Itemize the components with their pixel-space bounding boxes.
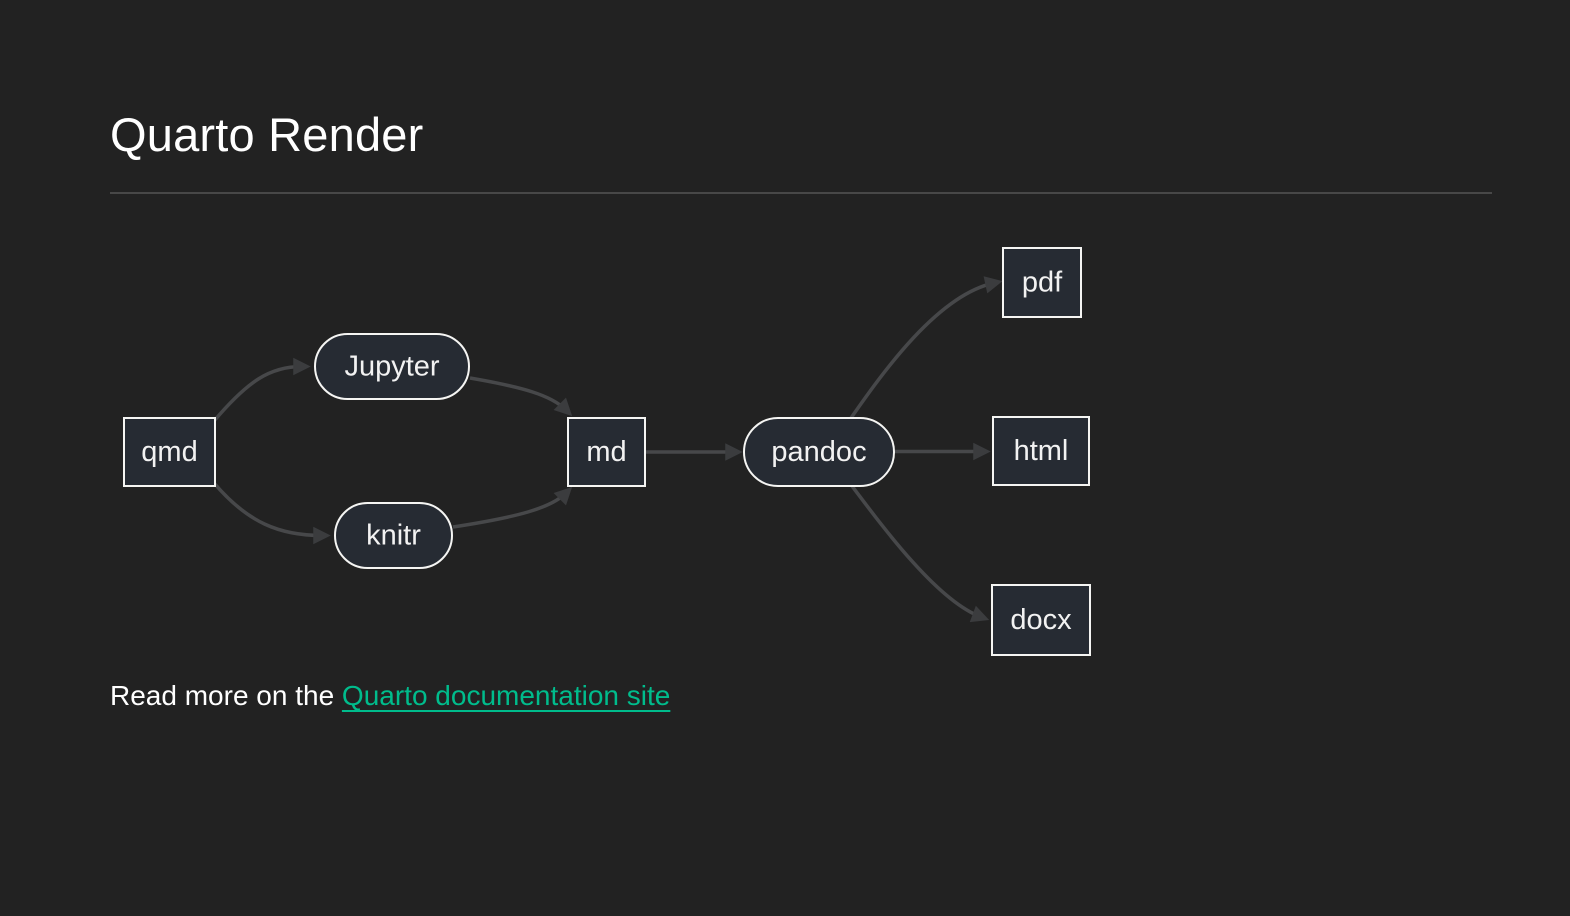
node-pandoc-label: pandoc [771,436,866,468]
title-divider [110,192,1492,194]
node-html-label: html [1014,435,1069,467]
read-more-prefix: Read more on the [110,680,342,711]
edge-jupyter-md [469,376,573,417]
node-pdf: pdf [1002,247,1082,318]
node-knitr: knitr [334,502,453,569]
node-docx: docx [991,584,1091,656]
node-knitr-shape [334,502,453,569]
node-docx-shape [991,584,1091,656]
page-title: Quarto Render [110,108,424,161]
node-jupyter-shape [314,333,470,400]
node-knitr-label: knitr [366,520,421,552]
node-md-shape [567,417,646,487]
read-more-text: Read more on the Quarto documentation si… [110,678,670,714]
edge-pandoc-docx [850,484,990,623]
diagram-edges [212,276,1003,623]
edge-qmd-knitr [212,481,331,545]
node-jupyter-label: Jupyter [344,351,439,383]
node-md-label: md [586,436,626,468]
node-qmd: qmd [123,417,216,487]
node-html: html [992,416,1090,486]
node-pandoc: pandoc [743,417,895,487]
node-html-shape [992,416,1090,486]
node-qmd-label: qmd [141,436,197,468]
edge-knitr-md [452,486,573,529]
node-qmd-shape [123,417,216,487]
quarto-docs-link[interactable]: Quarto documentation site [341,680,671,711]
node-jupyter: Jupyter [314,333,470,400]
edge-qmd-jupyter [212,357,311,423]
node-pandoc-shape [743,417,895,487]
node-pdf-label: pdf [1022,267,1063,299]
node-pdf-shape [1002,247,1082,318]
edge-pandoc-pdf [849,276,1003,419]
node-docx-label: docx [1010,604,1072,636]
node-md: md [567,417,646,487]
